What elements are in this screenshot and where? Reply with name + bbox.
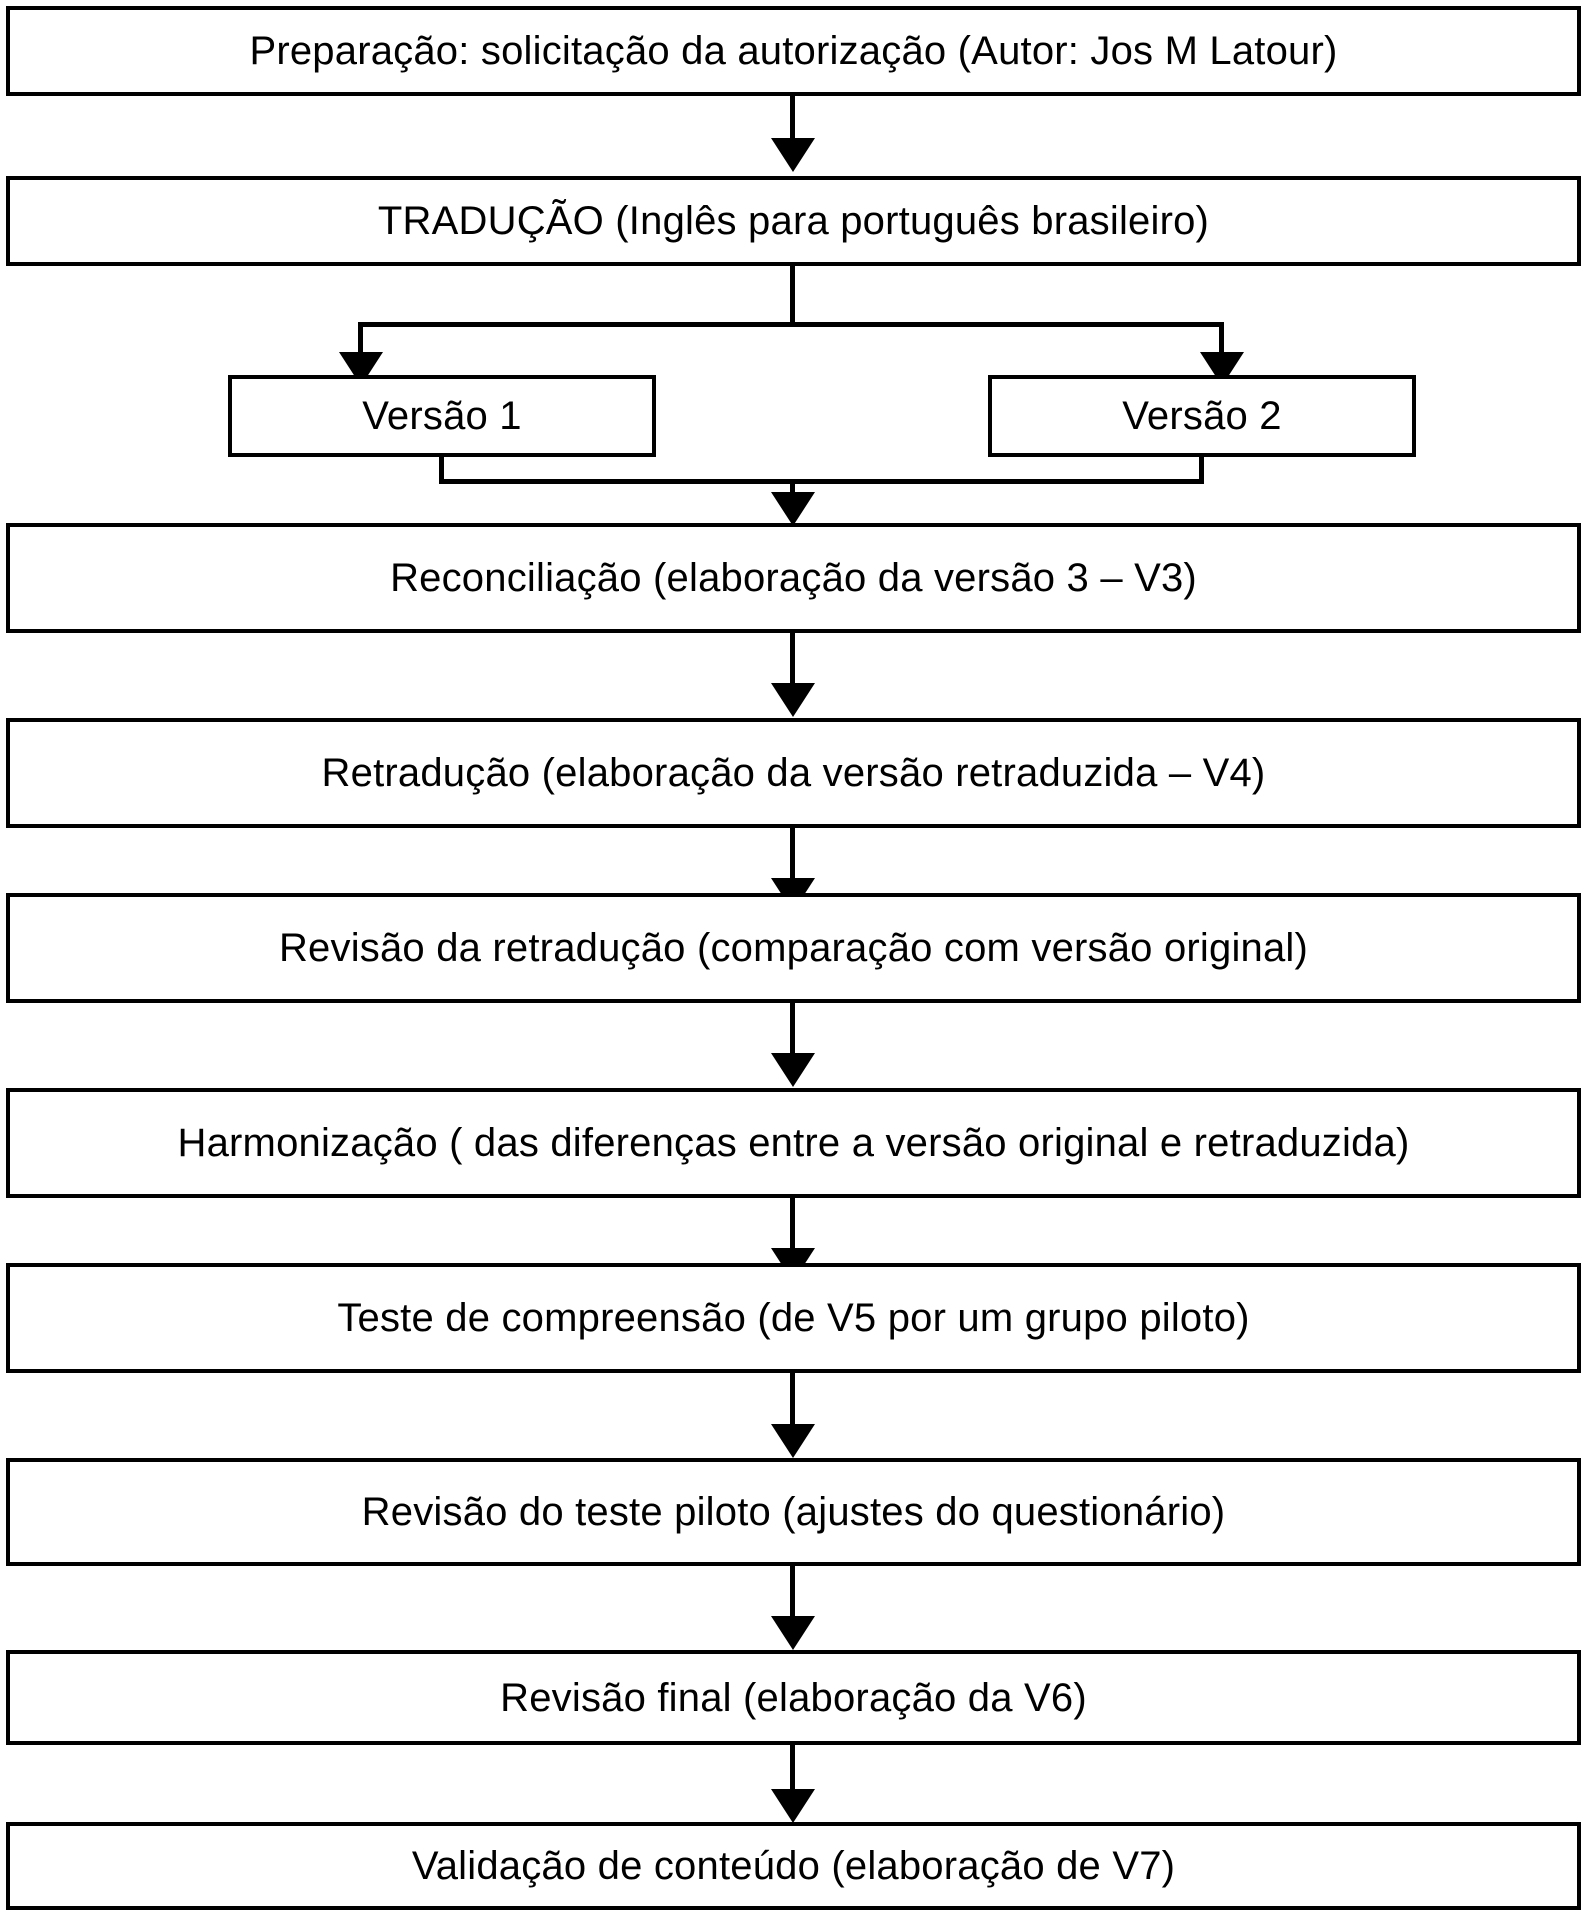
node-traducao: TRADUÇÃO (Inglês para português brasilei…	[6, 176, 1581, 266]
connector-preparacao-traducao	[790, 96, 795, 151]
node-revisao-retraducao-label: Revisão da retradução (comparação com ve…	[278, 926, 1309, 970]
node-revisao-teste-piloto: Revisão do teste piloto (ajustes do ques…	[6, 1458, 1581, 1566]
arrowhead-teste-revisao-piloto	[771, 1424, 815, 1458]
node-revisao-retraducao: Revisão da retradução (comparação com ve…	[6, 893, 1581, 1003]
node-reconciliacao-label: Reconciliação (elaboração da versão 3 – …	[390, 556, 1197, 600]
connector-harmonizacao-teste	[790, 1198, 795, 1263]
node-teste-compreensao-label: Teste de compreensão (de V5 por um grupo…	[337, 1296, 1250, 1340]
node-versao-2-label: Versão 2	[1122, 394, 1282, 438]
node-validacao-conteudo-label: Validação de conteúdo (elaboração de V7)	[411, 1844, 1176, 1888]
node-preparacao-label: Preparação: solicitação da autorização (…	[249, 29, 1338, 73]
connector-split-right-drop	[1219, 322, 1224, 364]
node-teste-compreensao: Teste de compreensão (de V5 por um grupo…	[6, 1263, 1581, 1373]
node-harmonizacao-label: Harmonização ( das diferenças entre a ve…	[177, 1121, 1410, 1165]
node-revisao-final: Revisão final (elaboração da V6)	[6, 1650, 1581, 1745]
connector-versao-merge-bar	[439, 479, 1204, 484]
connector-versao1-merge-drop	[439, 457, 444, 484]
node-validacao-conteudo: Validação de conteúdo (elaboração de V7)	[6, 1822, 1581, 1910]
connector-retraducao-revisao	[790, 828, 795, 893]
connector-teste-revisao-piloto	[790, 1373, 795, 1441]
connector-reconciliacao-retraducao	[790, 633, 795, 698]
connector-split-left-drop	[358, 322, 363, 364]
connector-final-validacao	[790, 1745, 795, 1803]
node-harmonizacao: Harmonização ( das diferenças entre a ve…	[6, 1088, 1581, 1198]
arrowhead-reconciliacao-retraducao	[771, 683, 815, 717]
node-versao-1-label: Versão 1	[362, 394, 522, 438]
node-revisao-teste-piloto-label: Revisão do teste piloto (ajustes do ques…	[361, 1490, 1226, 1534]
connector-piloto-revisao-final	[790, 1566, 795, 1632]
arrowhead-merge-reconciliacao	[771, 492, 815, 526]
node-retraducao: Retradução (elaboração da versão retradu…	[6, 718, 1581, 828]
node-revisao-final-label: Revisão final (elaboração da V6)	[500, 1675, 1087, 1720]
node-reconciliacao: Reconciliação (elaboração da versão 3 – …	[6, 523, 1581, 633]
connector-revisao-harmonizacao	[790, 1003, 795, 1068]
node-traducao-label: TRADUÇÃO (Inglês para português brasilei…	[377, 199, 1210, 243]
arrowhead-preparacao-traducao	[771, 138, 815, 172]
connector-traducao-split-bar	[358, 322, 1224, 327]
node-retraducao-label: Retradução (elaboração da versão retradu…	[321, 751, 1266, 795]
connector-traducao-split-stem	[790, 266, 795, 324]
node-versao-1: Versão 1	[228, 375, 656, 457]
arrowhead-piloto-revisao-final	[771, 1616, 815, 1650]
connector-versao2-merge-drop	[1199, 457, 1204, 484]
arrowhead-revisao-harmonizacao	[771, 1053, 815, 1087]
node-preparacao: Preparação: solicitação da autorização (…	[6, 6, 1581, 96]
node-versao-2: Versão 2	[988, 375, 1416, 457]
arrowhead-final-validacao	[771, 1789, 815, 1823]
